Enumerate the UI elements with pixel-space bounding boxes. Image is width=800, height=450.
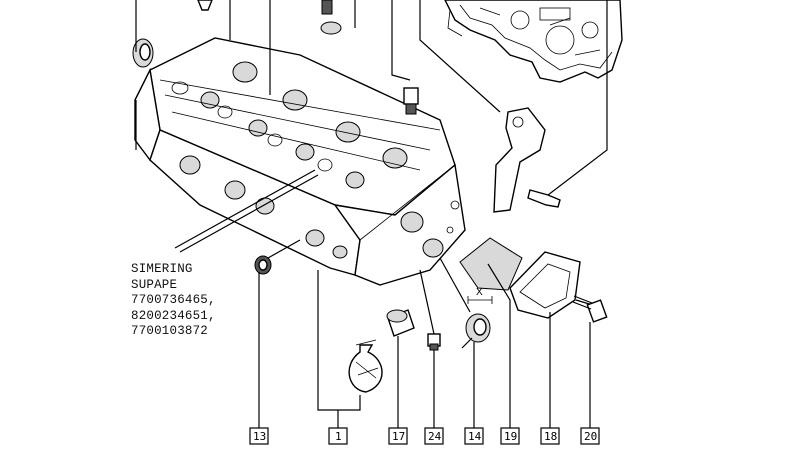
callout-13: 13: [249, 427, 269, 445]
callout-13-label: 13: [253, 430, 266, 443]
callout-14-label: 14: [468, 430, 482, 443]
callout-20: 20: [580, 427, 600, 445]
callout-1: 1: [328, 427, 348, 445]
gasket-bag: [348, 339, 383, 393]
callout-1-label: 1: [335, 430, 342, 443]
callout-24: 24: [424, 427, 444, 445]
callout-17: 17: [388, 427, 408, 445]
note-line-1: SIMERING: [131, 262, 193, 276]
plug-17: [386, 309, 415, 337]
plug-24: [427, 333, 441, 351]
valve-springs: [171, 61, 408, 189]
cover-plate-18: [509, 251, 581, 319]
callout-18-label: 18: [544, 430, 557, 443]
seal-13: [254, 255, 272, 275]
sensor-plug: [403, 87, 419, 115]
note-line-2: SUPAPE: [131, 277, 178, 292]
seal-top-left: [132, 38, 154, 68]
seal-note: SIMERING SUPAPE 7700736465, 8200234651, …: [131, 262, 216, 340]
cover-plate-19: [459, 237, 523, 291]
dimension-x: X: [467, 287, 493, 304]
note-line-3: 7700736465,: [131, 293, 216, 307]
callout-17-label: 17: [392, 430, 405, 443]
callout-24-label: 24: [428, 430, 442, 443]
bolt-20: [572, 295, 608, 323]
valve-parts-top: [197, 0, 342, 35]
oil-seal-14: [461, 313, 491, 349]
note-line-4: 8200234651,: [131, 308, 216, 323]
callout-20-label: 20: [584, 430, 597, 443]
callout-14: 14: [464, 427, 484, 445]
leader-lines: [135, 0, 608, 428]
engine-block: [444, 0, 623, 83]
cylinder-head: [134, 37, 466, 286]
dimension-x-label: X: [476, 287, 483, 298]
callout-19-label: 19: [504, 430, 517, 443]
note-line-5: 7700103872: [131, 324, 209, 338]
callout-19: 19: [500, 427, 520, 445]
callout-18: 18: [540, 427, 560, 445]
lifting-bracket: [493, 107, 561, 213]
